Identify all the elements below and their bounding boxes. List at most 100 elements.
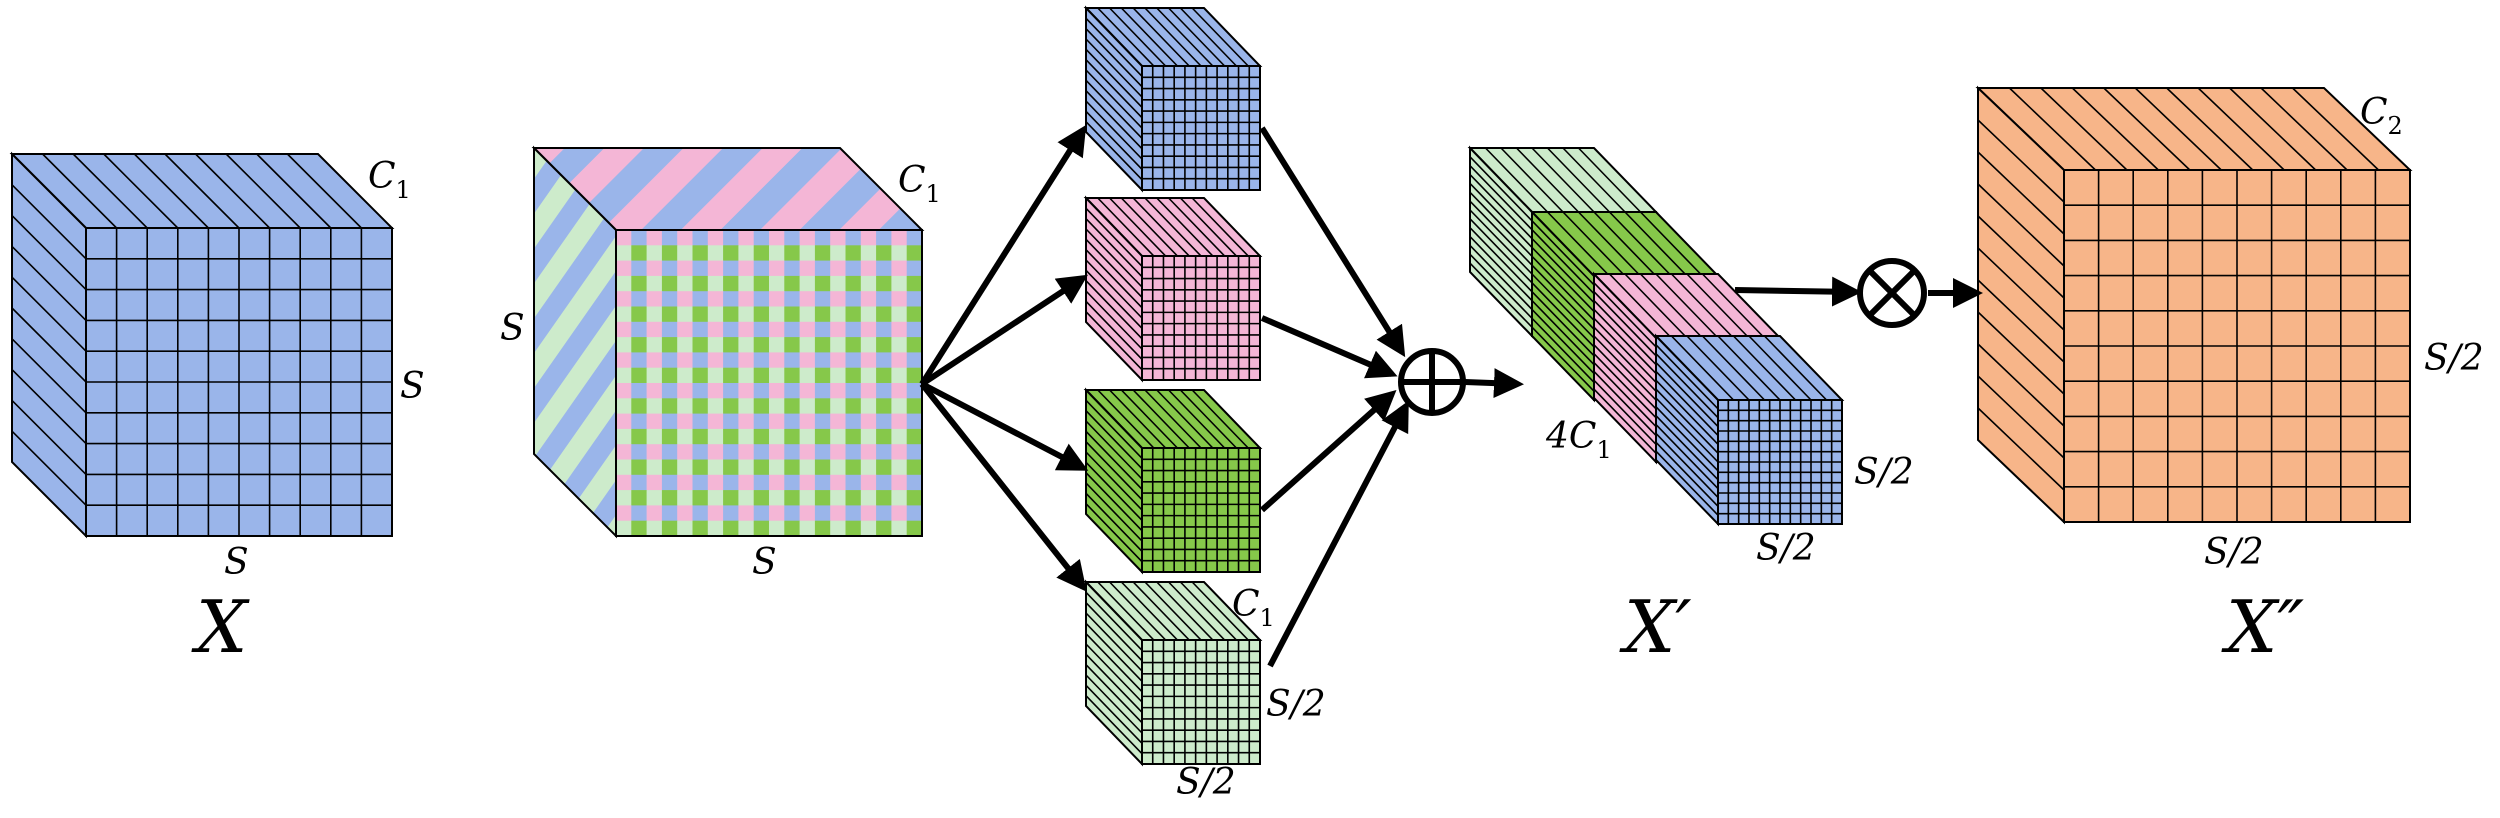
slice-cell: [631, 490, 647, 506]
x-top-line: [42, 153, 118, 229]
slice-cell: [860, 230, 877, 246]
sub-lgreen-side-line: [1085, 612, 1143, 672]
slice-cell: [738, 505, 755, 522]
sub-lgreen-side-line: [1085, 684, 1143, 744]
slice-cell: [906, 398, 923, 414]
out-top-line: [2229, 87, 2317, 171]
x-top-line: [286, 153, 362, 229]
sub-green-side-line: [1085, 420, 1143, 480]
labels: S S C1 X S S C1 C1 S/2 S/2 4C1 S/2 S/2 X…: [191, 92, 2484, 803]
slice-cell: [661, 383, 678, 399]
slice-cell: [631, 275, 647, 292]
slice-cell: [784, 444, 800, 460]
slice-cell: [799, 444, 816, 460]
slice-cell: [769, 520, 785, 537]
cat-green-side-line: [1531, 282, 1595, 348]
out-top-line: [2134, 87, 2222, 171]
slice-cell: [692, 260, 709, 277]
slice-cell: [646, 275, 663, 292]
slice-cell: [753, 367, 770, 384]
slice-cell: [814, 291, 831, 307]
slice-cell: [891, 275, 908, 292]
cat-green-side-line: [1531, 238, 1595, 304]
slice-cell: [799, 520, 816, 537]
slice-cell: [814, 490, 831, 506]
slice-cell: [799, 291, 816, 307]
slice-cell: [814, 459, 831, 476]
slice-cell: [845, 398, 862, 414]
slice-cell: [616, 337, 632, 353]
slice-cell: [707, 383, 724, 399]
cat-green-side-line: [1531, 273, 1595, 339]
slice-cell: [723, 291, 739, 307]
slice-cell: [616, 260, 632, 277]
sub-pink-top-line: [1109, 197, 1167, 257]
slice-cell: [860, 291, 877, 307]
slice-cell: [738, 520, 755, 537]
sub-green-top-line: [1109, 389, 1167, 449]
slice-cell: [830, 245, 846, 261]
slice-cell: [616, 413, 632, 430]
slice-cell: [845, 459, 862, 476]
x-top-line: [225, 153, 301, 229]
slice-cell: [616, 398, 632, 414]
multiply-operator: ⊗: [1857, 258, 1927, 328]
slice-cell: [830, 474, 846, 491]
cat-pink-side-line: [1593, 353, 1657, 419]
slice-cell: [830, 321, 846, 338]
sub-blue-side-line: [1085, 79, 1143, 139]
sub-blue-side-line: [1085, 121, 1143, 181]
slice-cell: [707, 398, 724, 414]
slice-cell: [753, 428, 770, 445]
slice-cell: [891, 352, 908, 369]
slice-cell: [661, 505, 678, 522]
slice-cell: [814, 306, 831, 323]
cat-light-green-top-line: [1500, 147, 1564, 213]
slice-cell: [616, 352, 632, 369]
slice-cell: [845, 490, 862, 506]
slice-cell: [738, 428, 755, 445]
slice-cell: [753, 245, 770, 261]
slice-cell: [646, 505, 663, 522]
slice-cell: [891, 444, 908, 460]
slice-cell: [692, 520, 709, 537]
slice-cell: [753, 474, 770, 491]
slice-cell: [845, 413, 862, 430]
slice-cell: [677, 367, 693, 384]
slice-cell: [784, 367, 800, 384]
slice-cell: [799, 505, 816, 522]
slice-cell: [677, 428, 693, 445]
slice-cell: [646, 260, 663, 277]
slice-cell: [830, 520, 846, 537]
multiply-operator-diag2: [1867, 268, 1917, 318]
slice-cell: [616, 428, 632, 445]
slice-cell: [723, 337, 739, 353]
slice-cell: [784, 337, 800, 353]
sub-lgreen-top-line: [1097, 581, 1155, 641]
x-side-line: [11, 338, 87, 414]
slice-cell: [661, 490, 678, 506]
slice-cell: [646, 321, 663, 338]
sub-pink-side-line: [1085, 269, 1143, 329]
slice-cell: [891, 490, 908, 506]
slice-cell: [799, 413, 816, 430]
slice-cell: [738, 245, 755, 261]
slice-cell: [891, 520, 908, 537]
x-top-line: [256, 153, 332, 229]
slice-cell: [723, 444, 739, 460]
slice-cell: [876, 383, 892, 399]
slice-cell: [860, 306, 877, 323]
sub-lgreen-side-line: [1085, 622, 1143, 682]
cat-green-top-line: [1608, 211, 1673, 277]
slice-cell: [784, 490, 800, 506]
sub-lgreen-front-face: [1141, 639, 1261, 765]
label-out-s-right: S/2: [2424, 338, 2484, 379]
slice-cell: [845, 321, 862, 338]
sub-green-top-line: [1097, 389, 1155, 449]
sub-lgreen-side-line: [1085, 643, 1143, 703]
slice-cell: [891, 367, 908, 384]
cat-blue-side-line: [1655, 450, 1719, 516]
slice-cell: [646, 291, 663, 307]
slice-cell: [631, 505, 647, 522]
slice-cell: [906, 245, 923, 261]
